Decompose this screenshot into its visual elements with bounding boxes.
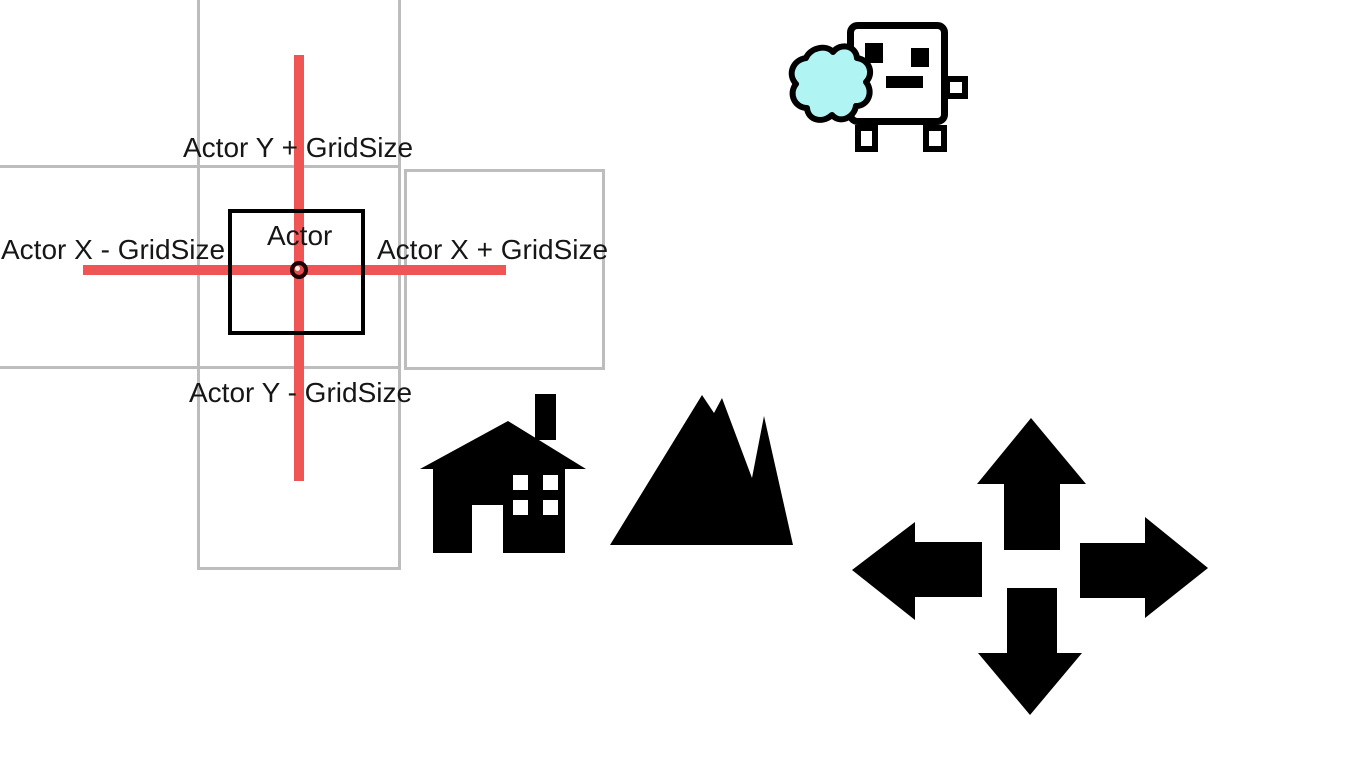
label-actor-x-plus-gridsize: Actor X + GridSize bbox=[377, 234, 609, 265]
arrow-down bbox=[978, 588, 1082, 715]
label-actor-y-plus-gridsize: Actor Y + GridSize bbox=[183, 132, 414, 163]
move-arrows-icon bbox=[852, 418, 1208, 715]
house-window bbox=[543, 475, 558, 490]
robot-sprite bbox=[788, 22, 968, 152]
actor-origin-marker bbox=[290, 261, 308, 279]
robot-right-eye bbox=[911, 48, 929, 67]
label-actor-y-minus-gridsize: Actor Y - GridSize bbox=[189, 377, 413, 408]
house-window bbox=[513, 500, 528, 515]
mountain-icon bbox=[610, 395, 793, 545]
house-window bbox=[543, 500, 558, 515]
label-actor: Actor bbox=[267, 220, 333, 251]
house-window bbox=[513, 475, 528, 490]
house-roof bbox=[420, 421, 586, 469]
robot-right-leg bbox=[923, 125, 947, 152]
robot-left-eye bbox=[865, 43, 883, 63]
robot-ear-knob bbox=[944, 76, 968, 99]
robot-mouth bbox=[886, 76, 923, 88]
label-actor-x-minus-gridsize: Actor X - GridSize bbox=[1, 234, 226, 265]
arrow-up bbox=[977, 418, 1086, 550]
arrow-right bbox=[1080, 517, 1208, 618]
marker-highlight bbox=[295, 266, 300, 271]
mountain-peaks bbox=[610, 395, 793, 545]
arrow-left bbox=[852, 522, 982, 620]
house-chimney bbox=[535, 394, 556, 440]
robot-left-leg bbox=[855, 125, 878, 152]
shield-badge-icon bbox=[788, 43, 874, 123]
house-icon bbox=[420, 394, 586, 553]
house-door bbox=[472, 505, 503, 553]
actor-box bbox=[228, 209, 365, 335]
